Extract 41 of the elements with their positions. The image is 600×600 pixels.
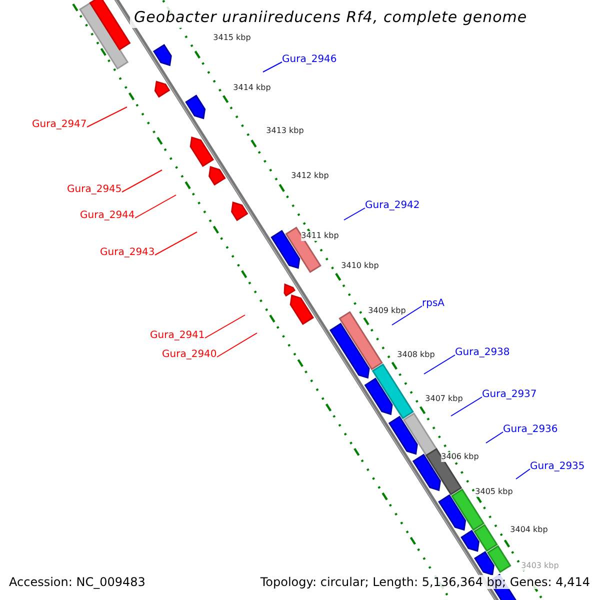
leader-line <box>262 62 282 72</box>
leader-line <box>450 396 482 416</box>
gene-label: Gura_2941 <box>150 330 205 342</box>
tick-label: 3412 kbp <box>291 171 329 181</box>
leader-line <box>424 354 456 374</box>
leader-line <box>204 314 246 338</box>
gene-label: Gura_2938 <box>455 347 510 359</box>
leader-line <box>392 306 422 326</box>
gene-label: Gura_2937 <box>482 389 537 401</box>
tick-label: 3408 kbp <box>397 350 435 360</box>
tick-label: 3406 kbp <box>441 452 479 462</box>
leader-line <box>86 106 128 128</box>
tick-label: 3410 kbp <box>341 261 379 271</box>
tick-label: 3414 kbp <box>233 83 271 93</box>
accession-text: Accession: NC_009483 <box>9 575 146 589</box>
tick-label: 3405 kbp <box>475 487 513 497</box>
tick-label: 3407 kbp <box>425 394 463 404</box>
tick-label: 3403 kbp <box>521 561 559 571</box>
tick-label: 3404 kbp <box>510 525 548 535</box>
gene-label: Gura_2943 <box>100 247 155 259</box>
leader-line <box>216 332 258 358</box>
gene-label: Gura_2942 <box>365 200 420 212</box>
gene-label: Gura_2944 <box>80 210 135 222</box>
gene-label: Gura_2946 <box>282 54 337 66</box>
leader-line <box>134 194 176 218</box>
tick-label: 3415 kbp <box>213 33 251 43</box>
tick-label: 3413 kbp <box>266 126 304 136</box>
tick-label: 3411 kbp <box>301 231 339 241</box>
leader-line <box>516 468 530 480</box>
gene-label: Gura_2940 <box>162 349 217 361</box>
gene-label: rpsA <box>422 298 445 310</box>
gene-label: Gura_2935 <box>530 461 585 473</box>
gene-label: Gura_2945 <box>67 184 122 196</box>
leader-line <box>486 432 504 444</box>
leader-line <box>344 208 366 220</box>
gene-label: Gura_2936 <box>503 424 558 436</box>
genome-summary-text: Topology: circular; Length: 5,136,364 bp; Genes: 4,414 <box>260 575 590 589</box>
gene-label: Gura_2947 <box>32 119 87 131</box>
leader-line <box>122 170 162 192</box>
tick-label: 3409 kbp <box>368 306 406 316</box>
leader-line <box>154 232 198 256</box>
